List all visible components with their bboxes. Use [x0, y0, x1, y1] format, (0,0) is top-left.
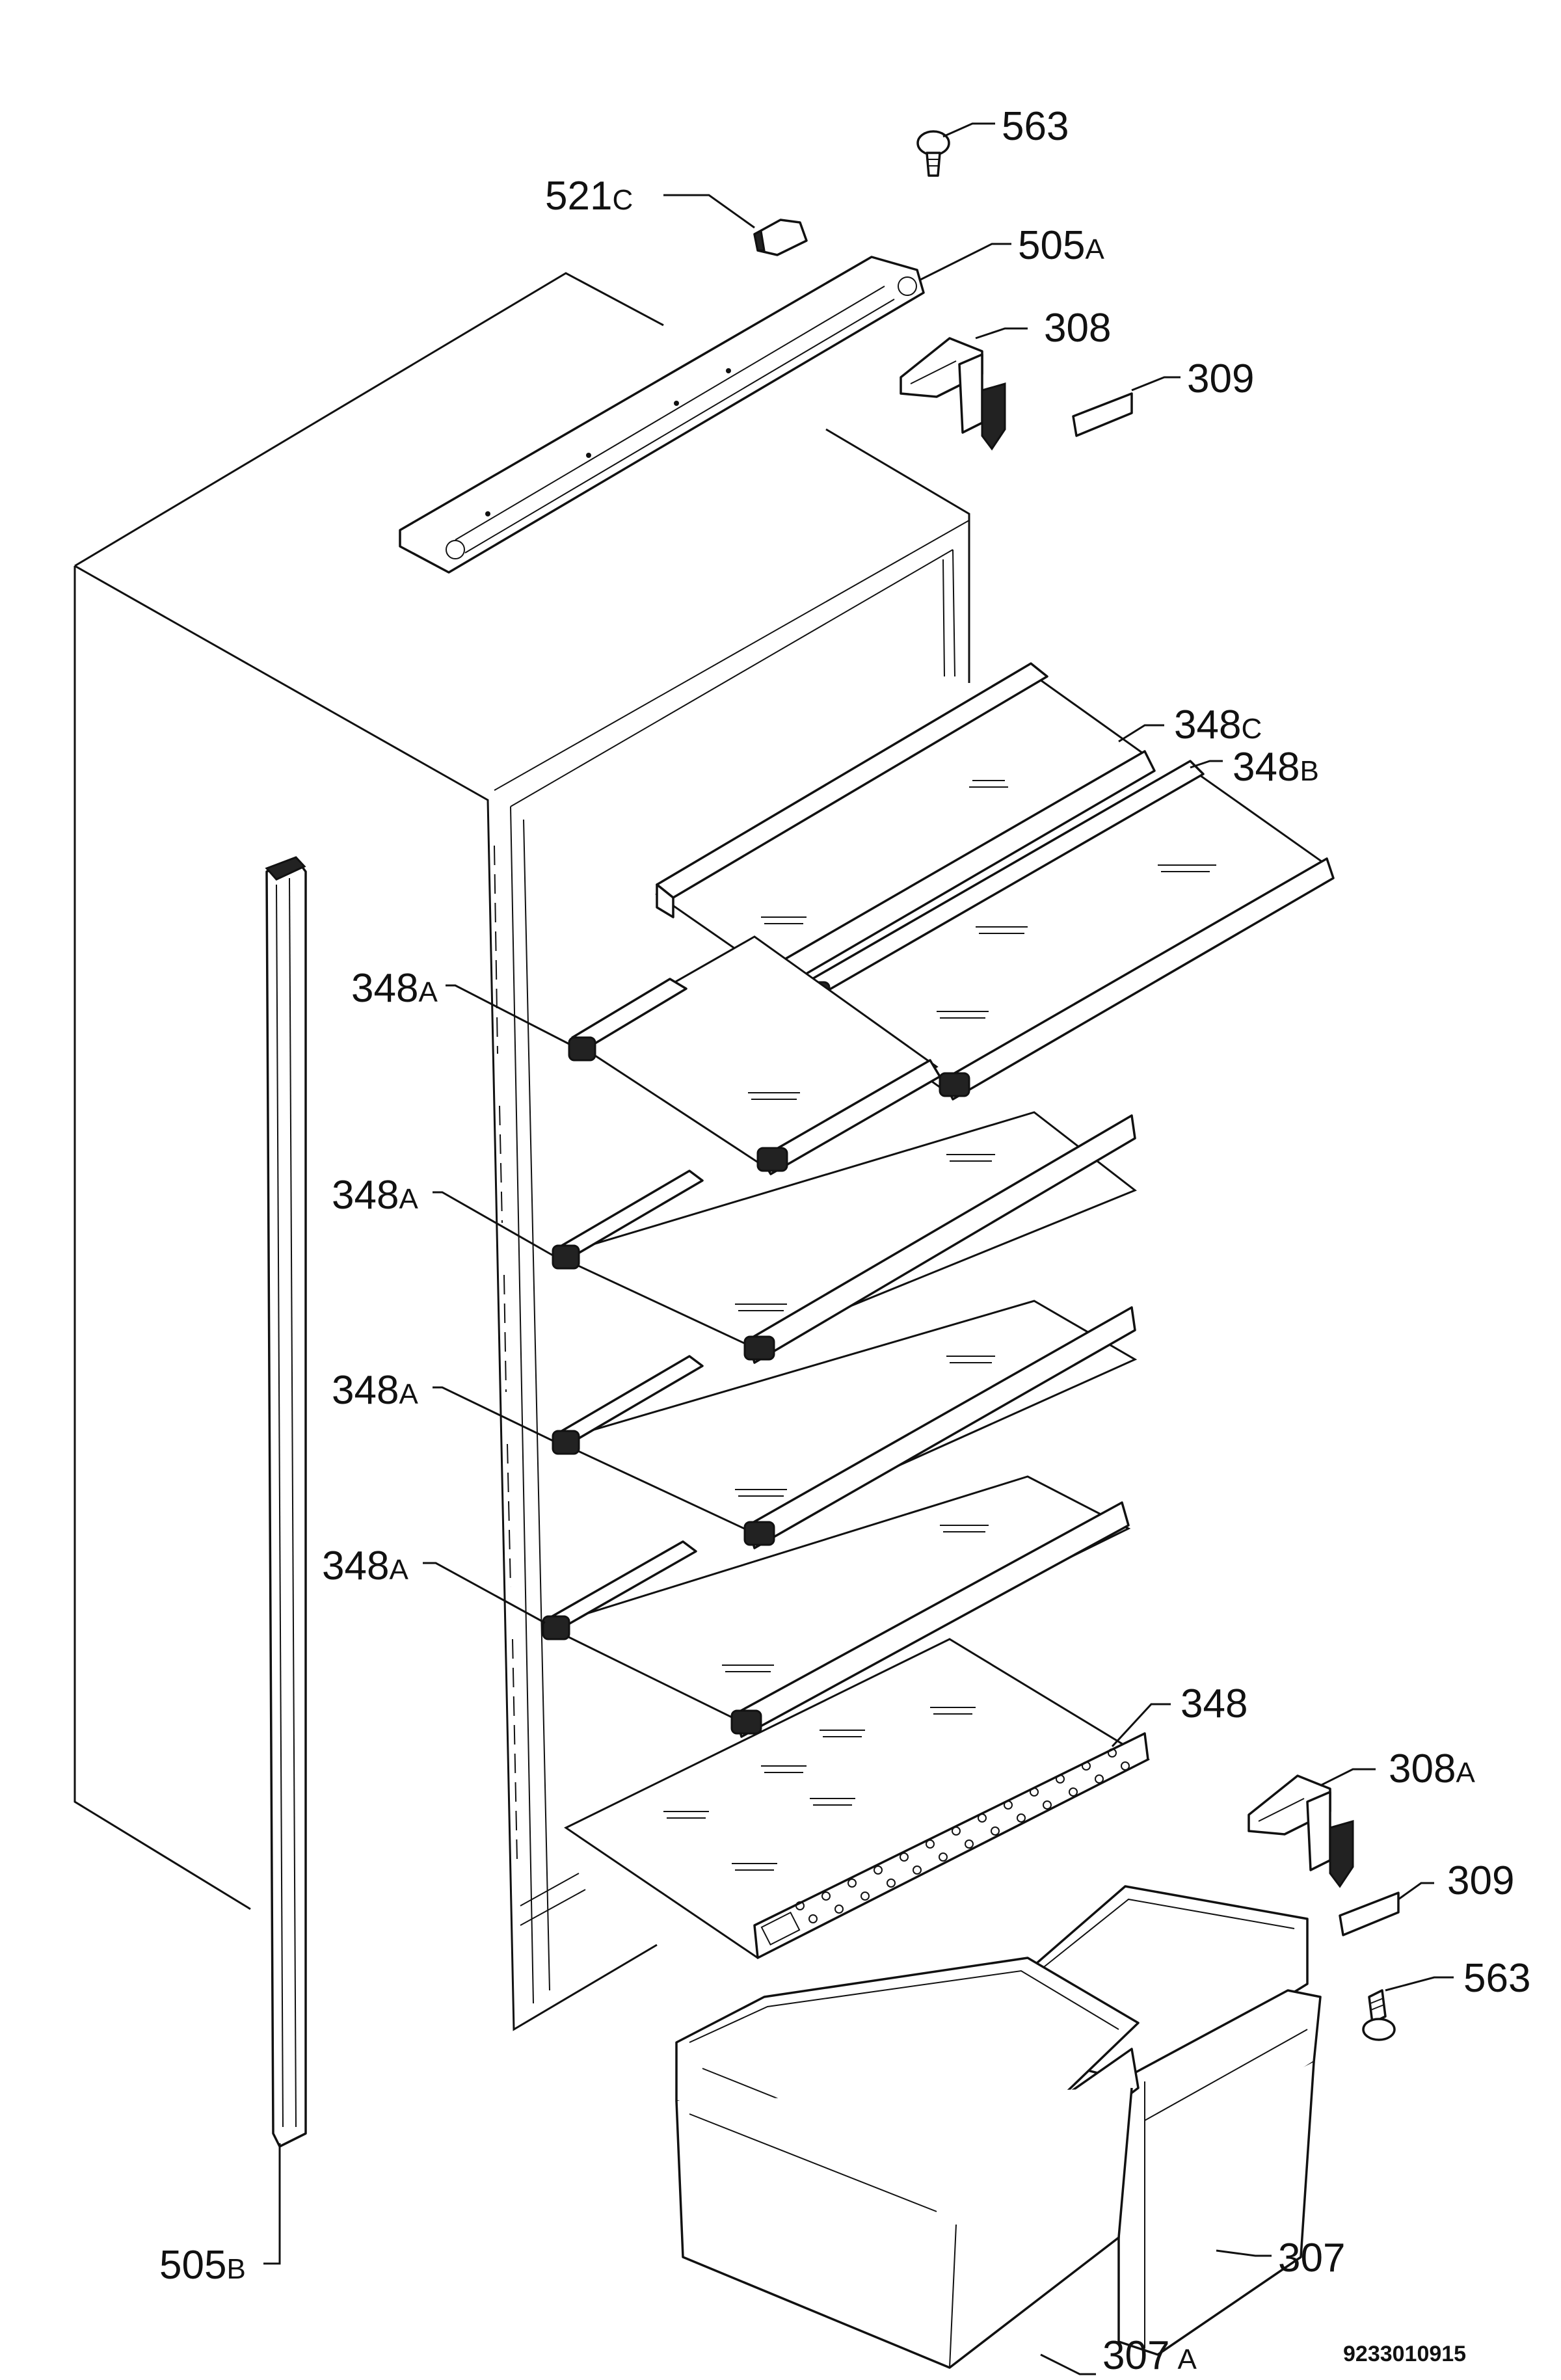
callout-348b: 348B — [1233, 745, 1319, 790]
callout-348a-4: 348A — [322, 1544, 408, 1588]
shelf-348a-2 — [552, 1111, 1137, 1364]
callout-348: 348 — [1181, 1681, 1247, 1726]
hinge-308a-bottom — [1247, 1774, 1354, 1888]
shelf-348 — [564, 1638, 1151, 1959]
callout-309-top: 309 — [1187, 356, 1254, 401]
cover-cap — [753, 219, 808, 256]
door-seal-strip — [265, 856, 307, 2148]
callout-348a-3: 348A — [332, 1368, 418, 1413]
callout-309-bottom: 309 — [1447, 1858, 1514, 1903]
shelf-348a-1 — [568, 935, 941, 1175]
callout-307: 307 — [1278, 2236, 1345, 2280]
label-309-bottom — [1339, 1892, 1400, 1936]
callout-labels: 563 521C 505A 308 309 348C 348B 348A 348… — [159, 104, 1530, 2378]
top-hinge-plate — [399, 256, 925, 574]
shelf-348a-4 — [542, 1475, 1131, 1738]
callout-308a: 308A — [1389, 1746, 1475, 1791]
callout-505a: 505A — [1018, 223, 1104, 268]
callout-505b: 505B — [159, 2243, 246, 2288]
callout-563-bottom: 563 — [1463, 1956, 1530, 2001]
label-309-top — [1072, 392, 1133, 437]
screw-top — [916, 130, 950, 177]
callout-563-top: 563 — [1002, 104, 1069, 149]
screw-bottom — [1362, 1989, 1396, 2041]
callout-348a-1: 348A — [351, 966, 438, 1011]
callout-348a-2: 348A — [332, 1173, 418, 1218]
drawing-number: 9233010915 — [1343, 2342, 1466, 2366]
shelf-348a-3 — [552, 1300, 1138, 1549]
hinge-308-top — [900, 337, 1006, 451]
cabinet-body — [73, 272, 970, 2031]
leader-lines — [263, 122, 1454, 2375]
callout-348c: 348C — [1174, 702, 1262, 747]
callout-521c: 521C — [545, 174, 633, 219]
callout-308: 308 — [1044, 306, 1111, 351]
crisper-drawer-307a — [675, 1957, 1140, 2369]
